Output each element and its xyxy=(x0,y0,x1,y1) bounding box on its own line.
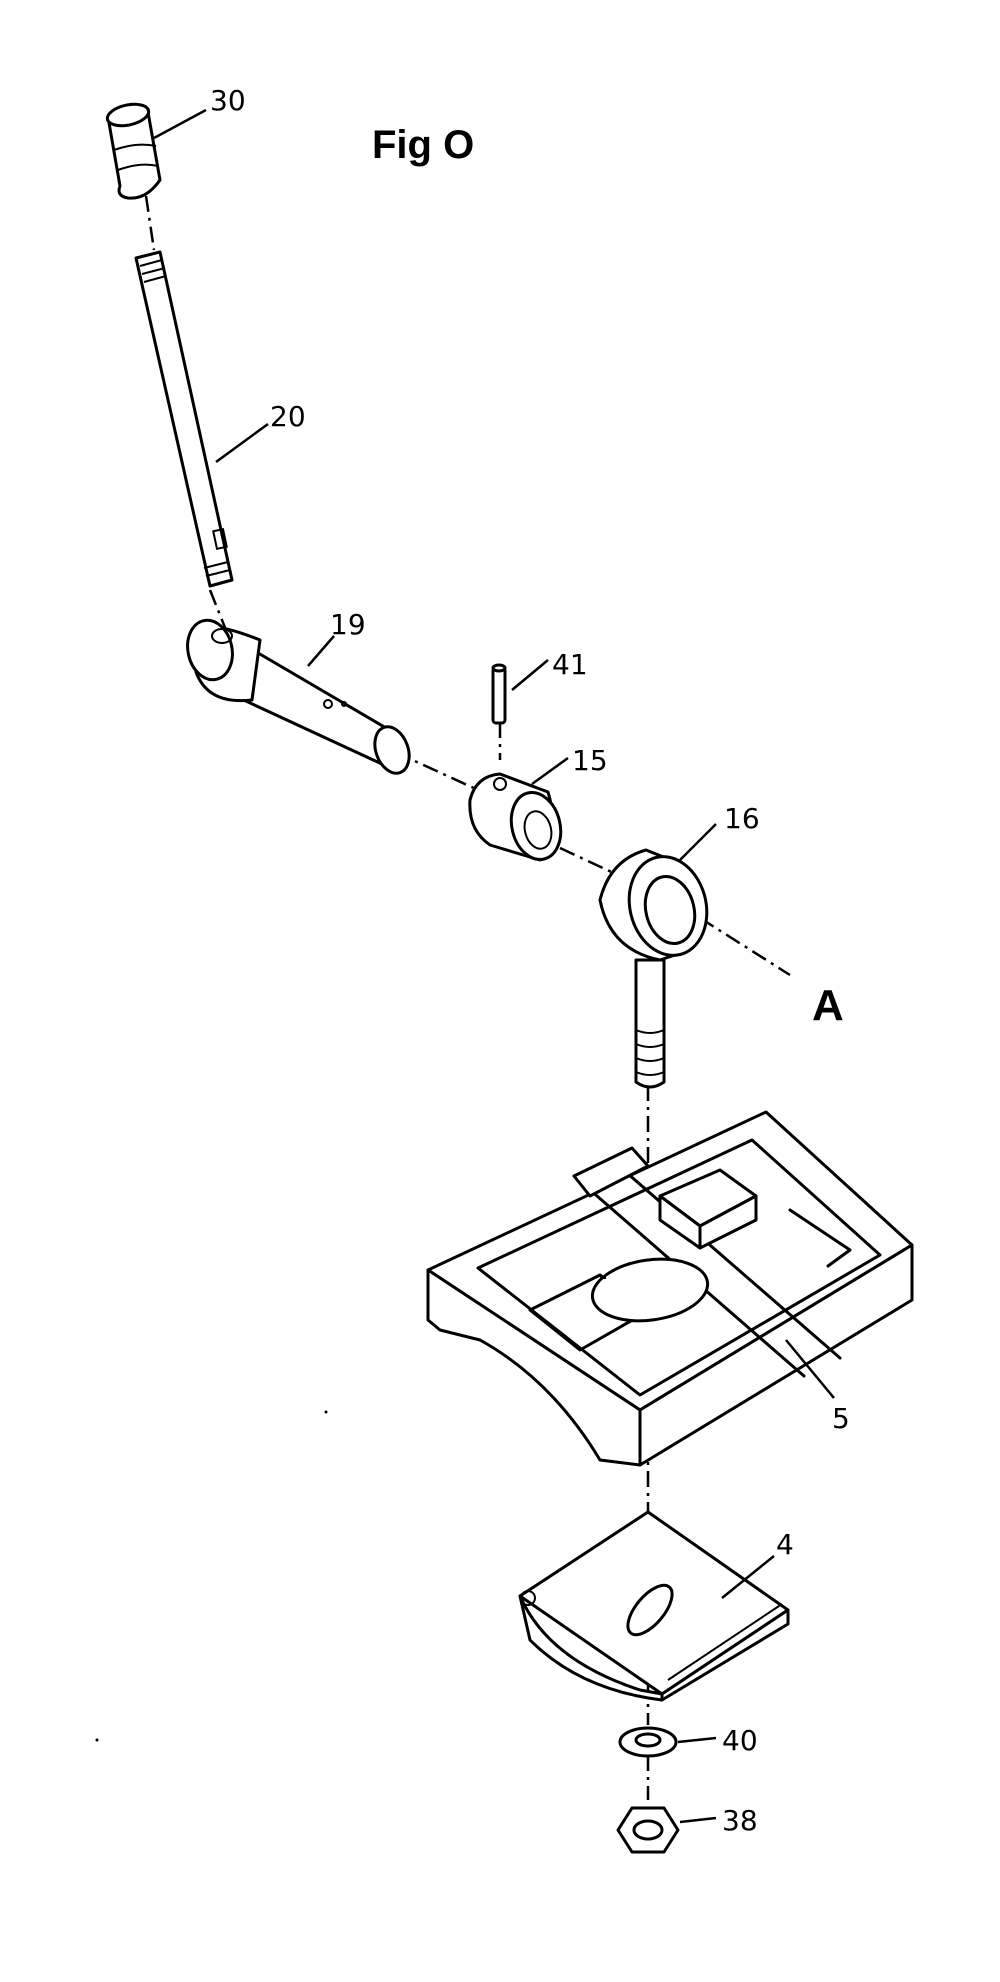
callout-15: 15 xyxy=(572,744,608,777)
callout-4: 4 xyxy=(776,1528,794,1561)
callout-41: 41 xyxy=(552,648,588,681)
callout-30: 30 xyxy=(210,84,246,117)
axis-label-a: A xyxy=(812,981,844,1030)
part-16-eye-bolt xyxy=(598,848,709,1089)
callout-19: 19 xyxy=(330,608,366,641)
callout-5: 5 xyxy=(832,1402,850,1435)
part-41-pin xyxy=(491,663,507,725)
callout-16: 16 xyxy=(724,802,760,835)
callout-20: 20 xyxy=(270,400,306,433)
figure-title: Fig O xyxy=(372,123,474,167)
part-30-handle-knob xyxy=(105,102,162,200)
callout-40: 40 xyxy=(722,1724,758,1757)
part-4-clamp-plate xyxy=(518,1510,790,1702)
stray-dot xyxy=(95,1738,99,1742)
part-40-washer xyxy=(618,1726,678,1758)
callout-38: 38 xyxy=(722,1804,758,1837)
part-15-collar xyxy=(468,772,563,862)
part-38-hex-nut xyxy=(616,1806,680,1854)
callout-leaders xyxy=(153,108,835,1824)
stray-dot xyxy=(324,1410,328,1414)
part-5-base-block xyxy=(426,1110,914,1467)
part-20-handle-rod xyxy=(134,250,234,588)
part-19-shaft xyxy=(186,618,411,775)
